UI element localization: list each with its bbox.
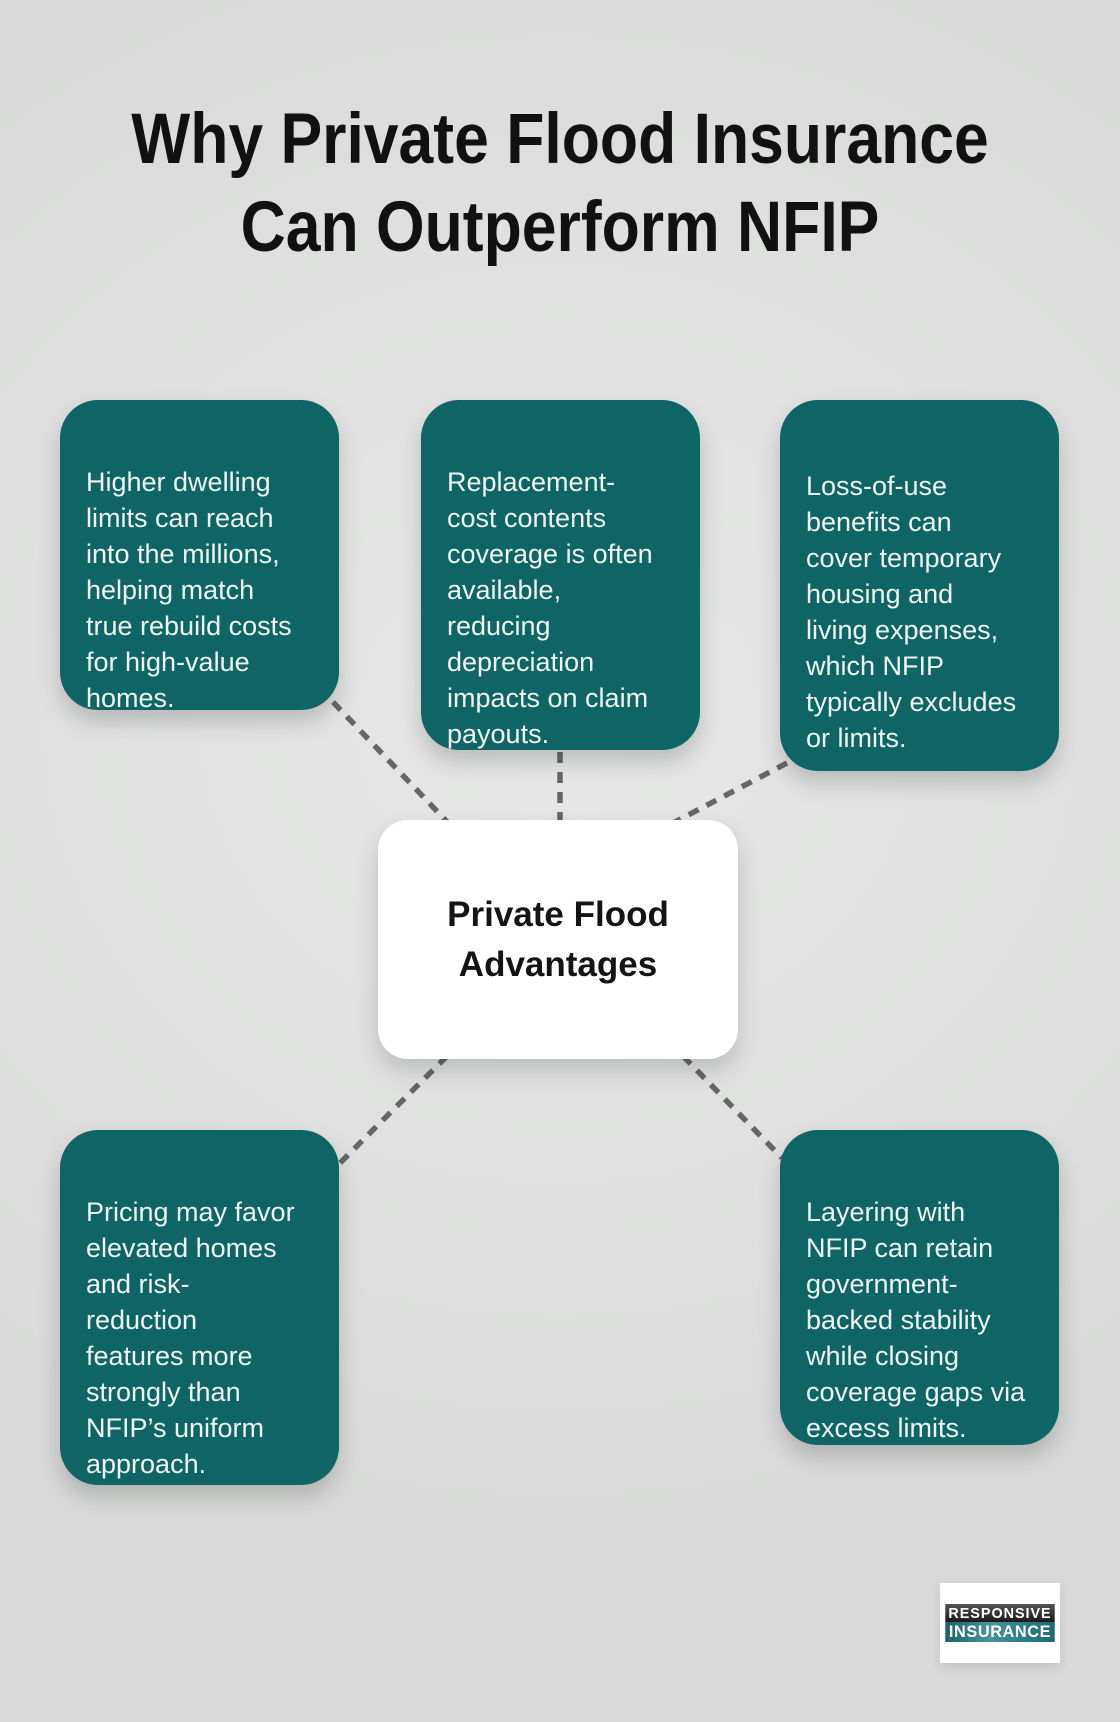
connector-bottom-left bbox=[338, 1054, 449, 1165]
connector-top-right bbox=[671, 760, 789, 826]
connector-bottom-right bbox=[681, 1054, 784, 1160]
center-node-private-flood-advantages: Private Flood Advantages bbox=[378, 820, 738, 1059]
card-replacement-cost-text: Replacement- cost contents coverage is o… bbox=[447, 467, 653, 749]
logo-line-insurance: INSURANCE bbox=[945, 1622, 1055, 1642]
logo-line-responsive: RESPONSIVE bbox=[945, 1604, 1055, 1622]
card-layering: Layering with NFIP can retain government… bbox=[780, 1130, 1059, 1445]
card-pricing: Pricing may favor elevated homes and ris… bbox=[60, 1130, 339, 1485]
card-loss-of-use-text: Loss-of-use benefits can cover temporary… bbox=[806, 471, 1017, 753]
card-higher-dwelling-limits: Higher dwelling limits can reach into th… bbox=[60, 400, 339, 713]
card-pricing-text: Pricing may favor elevated homes and ris… bbox=[86, 1197, 295, 1479]
card-replacement-cost: Replacement- cost contents coverage is o… bbox=[421, 400, 700, 750]
card-higher-dwelling-limits-text: Higher dwelling limits can reach into th… bbox=[86, 467, 292, 713]
responsive-insurance-logo: RESPONSIVE INSURANCE bbox=[940, 1583, 1060, 1663]
card-loss-of-use: Loss-of-use benefits can cover temporary… bbox=[780, 400, 1059, 771]
page-title: Why Private Flood Insurance Can Outperfo… bbox=[131, 100, 989, 267]
card-layering-text: Layering with NFIP can retain government… bbox=[806, 1197, 1026, 1443]
connector-top-left bbox=[331, 700, 454, 829]
center-node-label: Private Flood Advantages bbox=[447, 894, 669, 984]
